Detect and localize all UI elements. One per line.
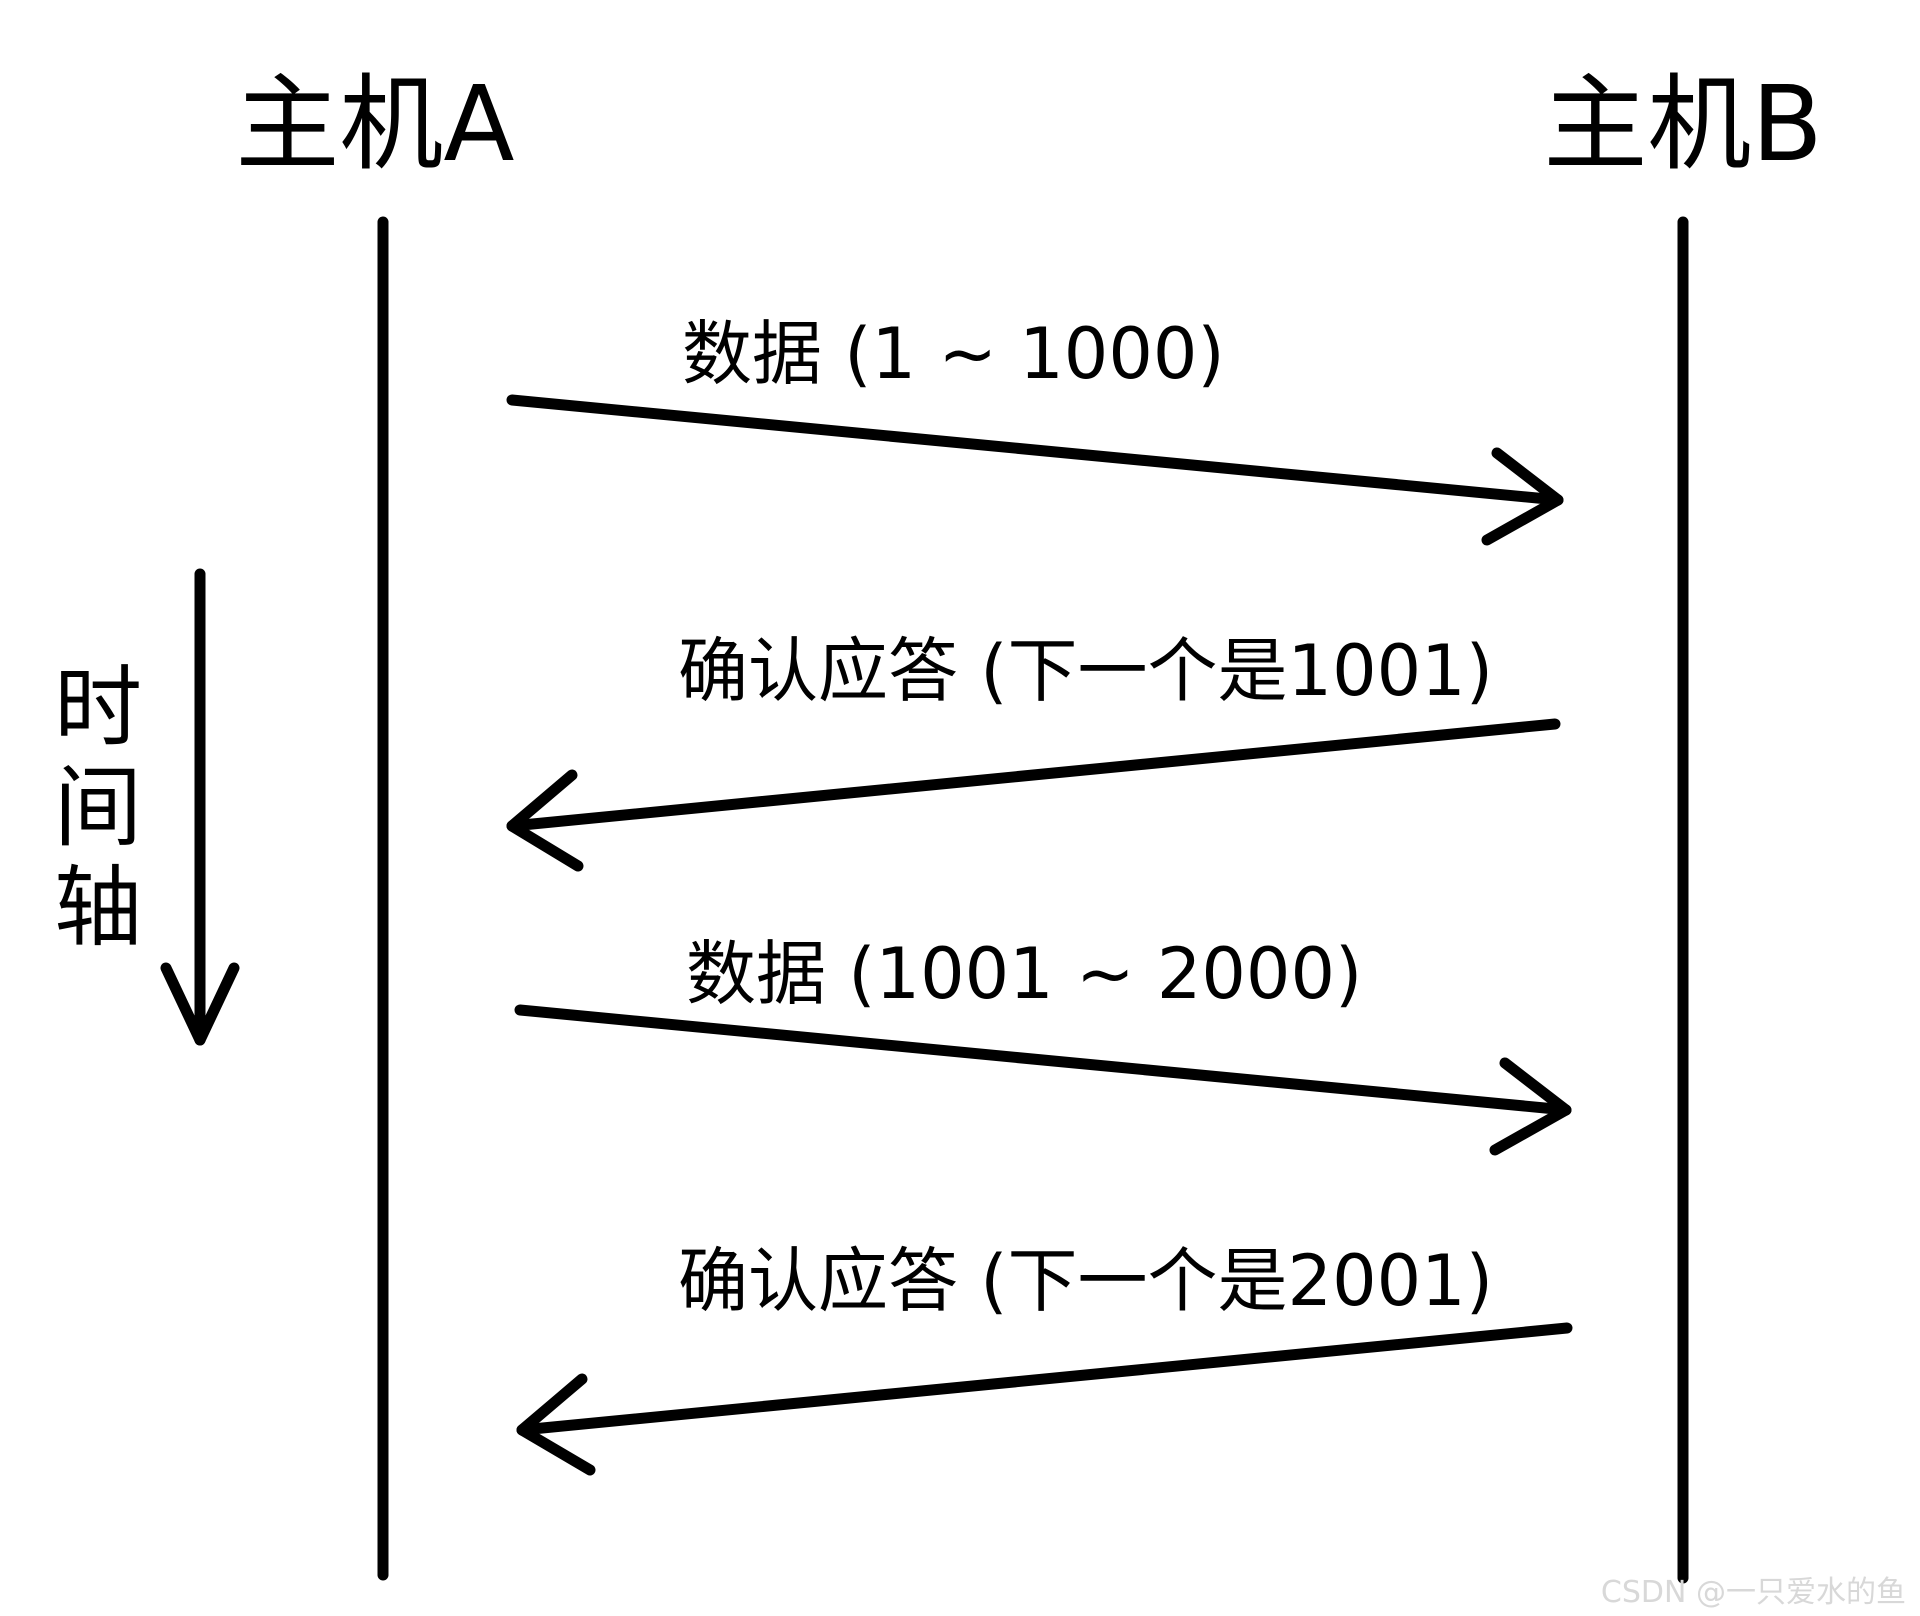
- watermark: CSDN @一只爱水的鱼: [1601, 1575, 1906, 1610]
- time-axis-char-1: 时: [54, 656, 142, 759]
- time-axis-char-2: 间: [54, 756, 142, 859]
- time-axis-arrow: [160, 568, 240, 1046]
- host-b-title: 主机B: [1543, 63, 1822, 185]
- host-a-title: 主机A: [235, 63, 514, 185]
- message-2-label: 确认应答 (下一个是1001): [678, 630, 1493, 712]
- message-4-label: 确认应答 (下一个是2001): [678, 1240, 1493, 1322]
- message-1-label: 数据 (1 ~ 1000): [682, 313, 1225, 395]
- message-1-arrow: [506, 394, 1564, 546]
- message-2-arrow: [506, 718, 1561, 872]
- message-4-arrow: [516, 1322, 1573, 1476]
- time-axis-char-3: 轴: [54, 856, 142, 959]
- message-3-label: 数据 (1001 ~ 2000): [686, 933, 1362, 1015]
- message-3-arrow: [514, 1004, 1572, 1156]
- time-axis-label: 时 间 轴: [54, 656, 142, 959]
